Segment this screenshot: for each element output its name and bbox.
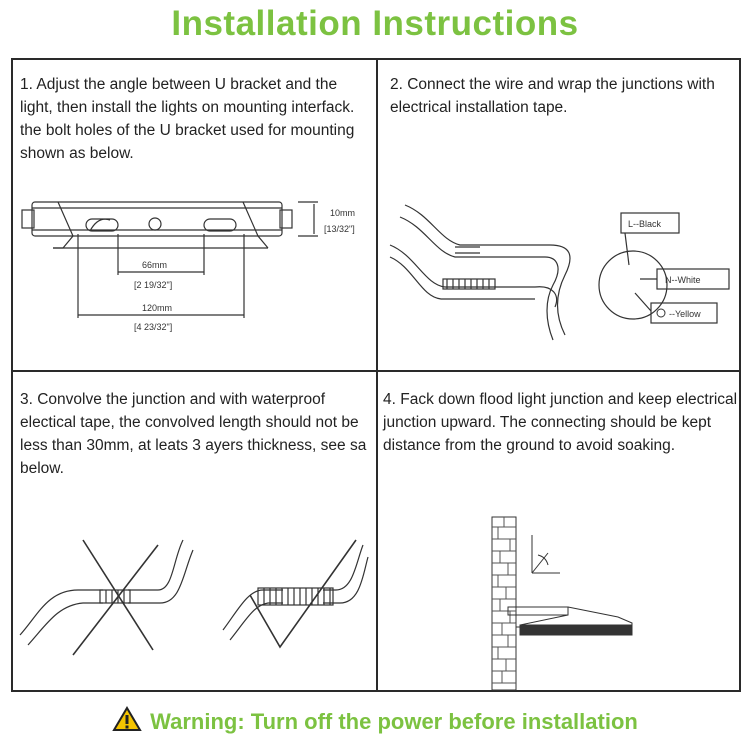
step-1-text: 1. Adjust the angle between U bracket an… [20, 76, 355, 162]
wall-mount-diagram [491, 516, 633, 691]
wire-label-white: N--White [665, 275, 701, 285]
warning-icon [112, 706, 142, 738]
grid-divider-horizontal [11, 370, 741, 372]
dim-total-mm: 120mm [142, 303, 172, 313]
dim-spacing-in: [2 19/32"] [134, 280, 172, 290]
wire-connection-diagram: L--Black N--White --Yellow [389, 204, 730, 341]
step-2-text: 2. Connect the wire and wrap the junctio… [390, 76, 715, 116]
warning-banner: Warning: Turn off the power before insta… [0, 706, 750, 738]
dim-height-in: [13/32"] [324, 224, 355, 234]
page-title: Installation Instructions [171, 4, 579, 43]
taping-comparison-diagram [19, 539, 369, 656]
grid-divider-vertical [376, 58, 378, 692]
u-bracket-diagram: 10mm [13/32"] 66mm [2 19/32"] 120mm [4 2… [21, 201, 355, 332]
wire-label-black: L--Black [628, 219, 662, 229]
dim-height-mm: 10mm [330, 208, 355, 218]
warning-text: Warning: Turn off the power before insta… [150, 709, 638, 734]
ground-icon [656, 308, 666, 318]
dim-total-in: [4 23/32"] [134, 322, 172, 332]
step-4-text: 4. Fack down flood light junction and ke… [383, 391, 738, 454]
step-3-text: 3. Convolve the junction and with waterp… [20, 391, 367, 477]
wire-label-yellow: --Yellow [669, 309, 701, 319]
dim-spacing-mm: 66mm [142, 260, 167, 270]
